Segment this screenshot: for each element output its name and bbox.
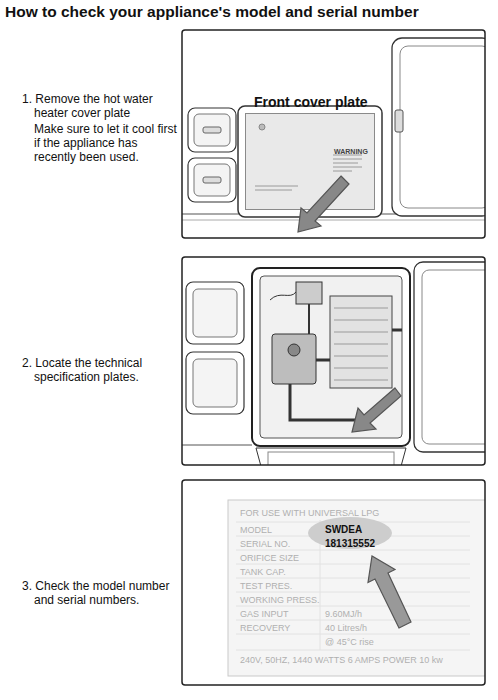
spec-field: MODEL [240, 525, 272, 536]
serial-number: 181315552 [325, 538, 375, 550]
direction-arrow [352, 388, 401, 432]
pipe [392, 329, 402, 332]
spec-plate: FOR USE WITH UNIVERSAL LPG MODEL SWDEA SERI… [230, 503, 484, 673]
wire [270, 292, 296, 300]
vent-panel [188, 158, 236, 202]
compartment-opening [252, 268, 410, 446]
vent-panel-inner [194, 164, 230, 196]
siding-line [182, 220, 485, 221]
step-instruction: 2. Locate the technical specification pl… [22, 356, 182, 384]
spec-field: WORKING PRESS. [240, 595, 320, 606]
cover-plate: Front cover plateWARNING [245, 113, 375, 210]
heat-shield [330, 296, 392, 388]
spec-text: 240V, 50HZ, 1440 WATTS 6 AMPS POWER 10 k… [240, 655, 443, 666]
vent-panel [188, 108, 236, 152]
panel-frame [182, 257, 485, 465]
pipe [308, 304, 310, 334]
open-cover-plate [256, 448, 406, 465]
compartment-door-inner [400, 46, 485, 208]
vent-panel [186, 352, 244, 414]
spec-plate-background [228, 500, 485, 676]
valve-knob [288, 344, 300, 356]
compartment-door-inner [422, 270, 485, 444]
step-note: Make sure to let it cool first if the ap… [34, 122, 179, 164]
step-instruction: 3. Check the model number and serial num… [22, 579, 182, 607]
siding-line [182, 445, 252, 446]
thermostat [296, 282, 322, 304]
part-name: Front cover plate [254, 94, 368, 110]
spec-plate-closeup [228, 500, 485, 676]
compartment-door [414, 262, 485, 452]
step-instruction: 1. Remove the hot water heater cover pla… [22, 92, 182, 120]
vent-panel-inner [194, 114, 230, 146]
page-title: How to check your appliance's model and … [5, 3, 419, 21]
spec-field: RECOVERY [240, 623, 290, 634]
panel-frame [182, 30, 485, 238]
warning-text: WARNING [334, 147, 368, 156]
model-number: SWDEA [325, 524, 362, 536]
spec-field: GAS INPUT [240, 609, 289, 620]
vent-panel-inner [193, 359, 237, 407]
door-latch [395, 110, 403, 132]
vent-panel [186, 282, 244, 344]
spec-text: FOR USE WITH UNIVERSAL LPG [240, 508, 379, 519]
vent-latch [203, 177, 221, 183]
panel-frame [182, 480, 485, 685]
spec-field: ORIFICE SIZE [240, 553, 299, 564]
open-heater-compartment [182, 262, 485, 465]
heat-shield-ribs [334, 308, 388, 380]
spec-field: SERIAL NO. [240, 539, 290, 550]
spec-field: TANK CAP. [240, 567, 286, 578]
compartment-door [392, 38, 485, 216]
direction-arrow [368, 556, 411, 628]
vent-panel-inner [193, 289, 237, 337]
vent-latch [203, 127, 221, 133]
pipe [316, 359, 330, 362]
spec-value: 9.60MJ/h [325, 609, 362, 620]
rv-wall-closed [182, 38, 485, 220]
cover-plate-trim [238, 106, 382, 217]
gas-valve [272, 334, 316, 384]
highlight-ellipse [308, 517, 392, 549]
spec-field: TEST PRES. [240, 581, 292, 592]
pipe [290, 384, 360, 420]
spec-value: @ 45°C rise [325, 637, 374, 648]
spec-plate-rules [236, 520, 470, 650]
spec-value: 40 Litres/h [325, 623, 367, 634]
compartment-interior [260, 276, 402, 438]
open-cover-plate-inner [268, 452, 394, 465]
